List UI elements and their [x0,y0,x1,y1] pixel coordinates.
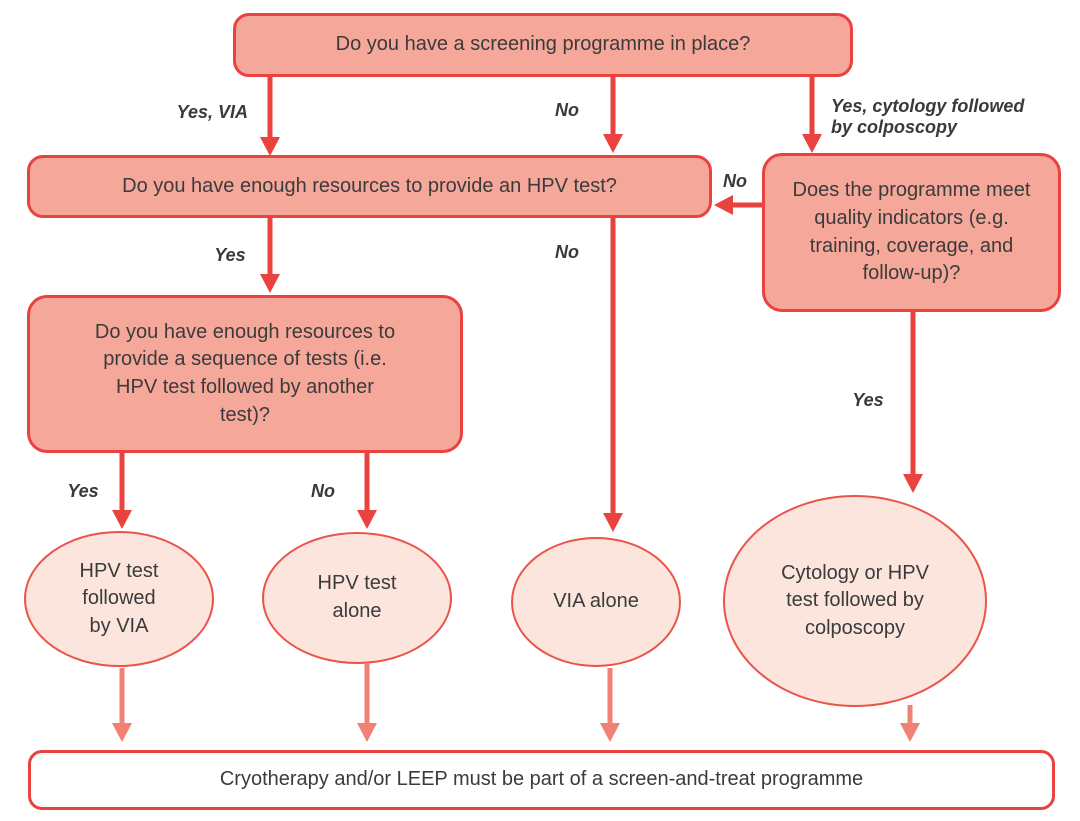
arrow-sequence-yes-to-hpv-via [112,453,132,529]
node-cytology: Cytology or HPV test followed by colposc… [723,495,987,707]
node-start: Do you have a screening programme in pla… [233,13,853,77]
edge-label-no-hpv: No [555,242,579,262]
node-via-alone: VIA alone [511,537,681,667]
node-hpv-test: Do you have enough resources to provide … [27,155,712,218]
node-sequence: Do you have enough resources to provide … [27,295,463,453]
node-hpv-alone: HPV test alone [262,532,452,664]
arrow-start-to-hpv-test [260,77,280,156]
node-hpv-test-text: Do you have enough resources to provide … [122,174,617,197]
arrow-quality-yes-to-cytology [903,312,923,493]
node-quality: Does the programme meet quality indicato… [762,153,1061,312]
edge-label-yes-via: Yes, VIA [176,102,248,122]
node-sequence-text: Do you have enough resources to provide … [94,320,396,426]
arrow-start-to-quality [802,77,822,153]
arrow-hpv-test-yes-to-sequence [260,218,280,293]
edge-label-yes-sequence: Yes [67,481,99,501]
arrow-hpv-via-to-treat [112,668,132,742]
edge-label-yes-cytology: Yes, cytology followed by colposcopy [831,96,1025,137]
edge-label-no-top: No [555,100,579,120]
node-cytology-text: Cytology or HPV test followed by colposc… [781,561,929,639]
edge-label-yes-quality: Yes [852,390,884,410]
arrow-start-no-to-hpv-test [603,77,623,153]
edge-label-no-quality: No [723,171,747,191]
edge-label-yes-hpv: Yes [214,245,246,265]
node-hpv-alone-text: HPV test alone [317,572,397,622]
edge-label-no-sequence: No [311,481,335,501]
arrow-quality-no-to-hpv-test [714,195,762,215]
node-quality-text: Does the programme meet quality indicato… [792,179,1031,285]
node-hpv-via: HPV test followed by VIA [24,531,214,667]
arrow-hpv-test-no-to-via-alone [603,218,623,532]
arrow-sequence-no-to-hpv-alone [357,453,377,529]
node-hpv-via-text: HPV test followed by VIA [79,559,159,637]
arrow-cytology-to-treat [900,705,920,742]
node-treat: Cryotherapy and/or LEEP must be part of … [28,750,1055,810]
arrow-hpv-alone-to-treat [357,664,377,742]
node-via-alone-text: VIA alone [553,590,639,613]
node-start-text: Do you have a screening programme in pla… [335,33,751,56]
node-treat-text: Cryotherapy and/or LEEP must be part of … [219,768,864,791]
arrow-via-alone-to-treat [600,668,620,742]
